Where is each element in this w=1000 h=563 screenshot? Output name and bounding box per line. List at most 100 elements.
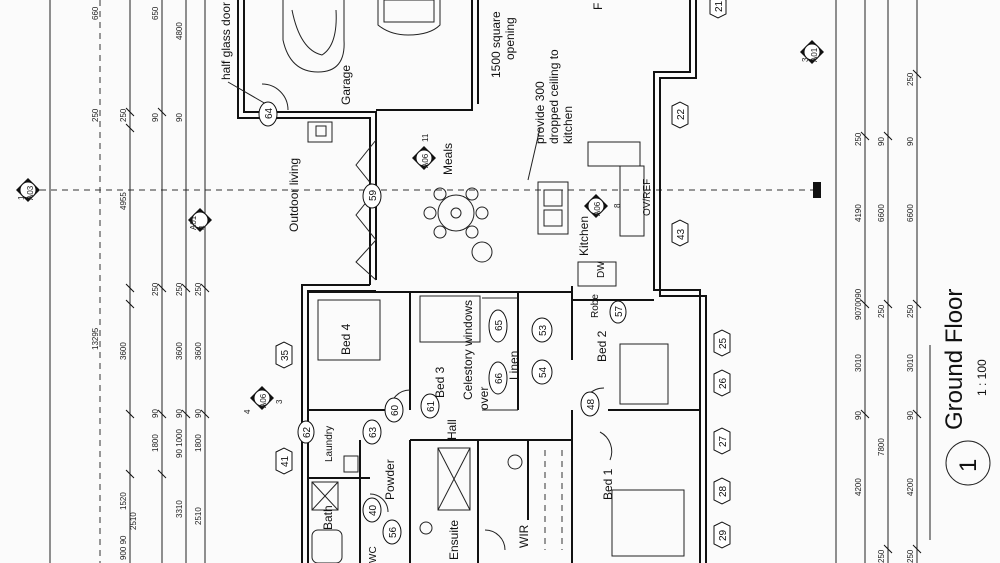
hex-tag-29: 29 xyxy=(713,521,731,549)
svg-text:54: 54 xyxy=(538,366,549,378)
room-label-powder: Powder xyxy=(383,459,397,500)
svg-text:6600: 6600 xyxy=(906,204,915,222)
svg-text:250: 250 xyxy=(194,282,203,296)
svg-text:1800: 1800 xyxy=(194,434,203,452)
svg-text:3600: 3600 xyxy=(119,342,128,360)
svg-text:3600: 3600 xyxy=(175,342,184,360)
note-dropped-line2: dropped ceiling to xyxy=(547,49,561,144)
svg-text:250: 250 xyxy=(151,282,160,296)
svg-text:90: 90 xyxy=(906,411,915,420)
svg-text:11: 11 xyxy=(421,133,430,142)
detail-circle xyxy=(945,440,991,486)
hex-tag-22: 22 xyxy=(671,101,689,129)
garage-car-2 xyxy=(377,0,441,36)
svg-text:28: 28 xyxy=(718,485,729,497)
bed1-furniture xyxy=(611,489,685,557)
svg-text:4190: 4190 xyxy=(854,204,863,222)
svg-text:62: 62 xyxy=(302,426,313,438)
svg-text:4: 4 xyxy=(198,225,207,230)
section-marker-a01-mid: A01 4 xyxy=(188,208,212,232)
svg-text:250: 250 xyxy=(91,108,100,122)
tag-54: 54 xyxy=(531,359,553,385)
tag-40: 40 xyxy=(362,497,382,523)
svg-text:90: 90 xyxy=(151,113,160,122)
svg-text:250: 250 xyxy=(854,132,863,146)
section-marker-a06-meals: A06 11 xyxy=(412,133,436,170)
note-opening-line1: 1500 square xyxy=(489,11,503,78)
hex-tag-41: 41 xyxy=(275,447,293,475)
hex-tag-28: 28 xyxy=(713,477,731,505)
svg-text:250: 250 xyxy=(906,549,915,563)
svg-text:3010: 3010 xyxy=(906,354,915,372)
room-label-linen: Linen xyxy=(507,351,521,380)
svg-text:2510: 2510 xyxy=(129,512,138,530)
room-label-wc: WC xyxy=(368,546,379,563)
svg-text:57: 57 xyxy=(614,305,625,317)
interior-walls xyxy=(308,286,700,563)
svg-text:A03: A03 xyxy=(26,185,35,200)
svg-text:660: 660 xyxy=(91,6,100,20)
svg-text:A06: A06 xyxy=(421,153,430,168)
svg-text:650: 650 xyxy=(151,6,160,20)
svg-text:3600: 3600 xyxy=(194,342,203,360)
svg-text:61: 61 xyxy=(426,400,437,412)
toilet xyxy=(419,521,433,535)
tag-63: 63 xyxy=(362,419,382,445)
room-label-bed4: Bed 4 xyxy=(339,323,353,355)
svg-text:8: 8 xyxy=(613,203,622,208)
bifold-doors xyxy=(355,139,377,281)
room-label-dw: DW xyxy=(596,261,607,278)
svg-text:22: 22 xyxy=(676,108,687,120)
svg-text:3: 3 xyxy=(801,57,810,62)
room-label-meals: Meals xyxy=(441,143,455,175)
hex-tag-27: 27 xyxy=(713,427,731,455)
bed3-furniture xyxy=(419,295,481,343)
svg-text:26: 26 xyxy=(718,377,729,389)
shower xyxy=(311,481,339,511)
svg-text:56: 56 xyxy=(388,526,399,538)
svg-text:60: 60 xyxy=(390,404,401,416)
svg-text:90: 90 xyxy=(854,411,863,420)
svg-text:4200: 4200 xyxy=(906,478,915,496)
note-corner-f: F xyxy=(591,3,605,10)
room-label-outdoor-living: Outdoor living xyxy=(287,158,301,232)
svg-text:66: 66 xyxy=(494,372,505,384)
svg-text:4200: 4200 xyxy=(854,478,863,496)
svg-text:6600: 6600 xyxy=(877,204,886,222)
svg-text:A06: A06 xyxy=(259,393,268,408)
hex-tag-26: 26 xyxy=(713,369,731,397)
svg-text:900 90: 900 90 xyxy=(119,535,128,560)
svg-text:90: 90 xyxy=(151,409,160,418)
svg-text:A06: A06 xyxy=(593,201,602,216)
svg-text:3: 3 xyxy=(275,399,284,404)
svg-text:90: 90 xyxy=(175,409,184,418)
left-dimensions: 660 650 4800 250 250 90 90 4955 13295 25… xyxy=(91,6,203,560)
tag-66: 66 xyxy=(488,361,508,395)
svg-text:7800: 7800 xyxy=(877,438,886,456)
tag-60: 60 xyxy=(384,397,404,423)
svg-text:3310: 3310 xyxy=(175,500,184,518)
room-label-garage: Garage xyxy=(339,65,353,105)
svg-text:53: 53 xyxy=(538,324,549,336)
svg-text:250: 250 xyxy=(119,108,128,122)
svg-text:48: 48 xyxy=(586,398,597,410)
garage-car-1 xyxy=(282,0,345,73)
hex-tag-25: 25 xyxy=(713,329,731,357)
tag-53: 53 xyxy=(531,317,553,343)
meals-table xyxy=(423,187,493,263)
outdoor-bbq xyxy=(307,121,333,143)
dimension-ticks xyxy=(125,69,922,554)
svg-text:63: 63 xyxy=(368,426,379,438)
svg-text:64: 64 xyxy=(264,107,275,119)
svg-text:90 1000: 90 1000 xyxy=(175,429,184,458)
bed2-furniture xyxy=(619,343,669,405)
leader-half-glass-door xyxy=(227,81,267,105)
svg-text:65: 65 xyxy=(494,319,505,331)
section-marker-a06-kitchen: A06 8 xyxy=(584,194,622,218)
svg-text:90: 90 xyxy=(877,137,886,146)
bath-tub xyxy=(311,529,343,563)
hex-tag-35: 35 xyxy=(275,341,293,369)
svg-text:4: 4 xyxy=(243,409,252,414)
svg-text:59: 59 xyxy=(368,189,379,201)
svg-text:250: 250 xyxy=(906,72,915,86)
